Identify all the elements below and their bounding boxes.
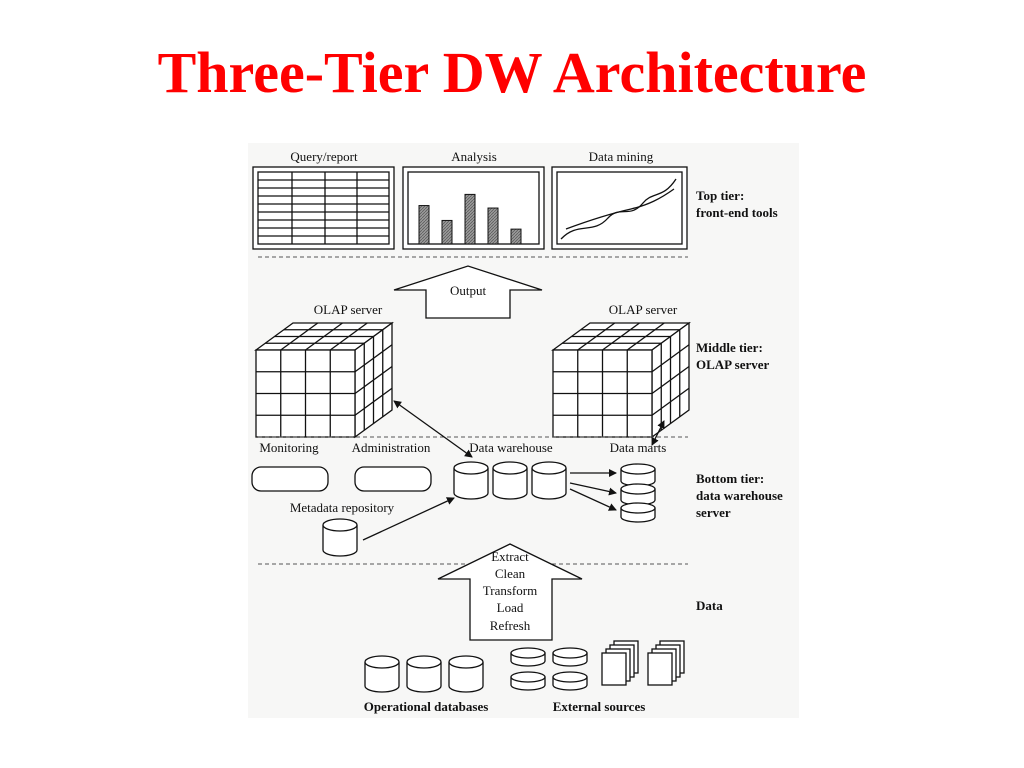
- arrow-to-mart-3: [569, 488, 617, 511]
- external-db-stacks: [510, 647, 588, 691]
- olap-cube-left: [254, 321, 394, 439]
- olap-server-left-label: OLAP server: [314, 302, 383, 317]
- monitoring-label: Monitoring: [259, 440, 319, 455]
- metadata-repository-label: Metadata repository: [290, 500, 395, 515]
- output-label: Output: [450, 283, 487, 298]
- slide-title: Three-Tier DW Architecture: [157, 40, 867, 105]
- report-table: [258, 172, 389, 244]
- tier-label-middle: Middle tier:: [696, 340, 763, 355]
- tier-desc-middle: OLAP server: [696, 357, 770, 372]
- query-report-frame: [252, 166, 395, 250]
- analysis-label: Analysis: [451, 149, 497, 164]
- monitoring-box: [251, 466, 329, 492]
- etl-step-load: Load: [497, 600, 524, 615]
- olap-cube-right: [551, 321, 691, 439]
- olap-left-warehouse-arrow: [393, 400, 473, 458]
- etl-step-clean: Clean: [495, 566, 526, 581]
- olap-right-marts-arrow: [651, 420, 665, 446]
- data-marts-stack: [620, 463, 656, 523]
- output-arrow: [393, 265, 543, 319]
- etl-step-transform: Transform: [483, 583, 537, 598]
- data-mining-frame: [551, 166, 688, 250]
- analysis-bar-chart: [418, 193, 522, 245]
- analysis-bar: [464, 193, 476, 245]
- administration-box: [354, 466, 432, 492]
- data-warehouse-cylinders: [453, 461, 567, 500]
- tier-desc-bottom-2: server: [696, 505, 731, 520]
- mining-trend: [565, 188, 675, 230]
- query-report-label: Query/report: [290, 149, 358, 164]
- arrow-to-mart-2: [569, 482, 617, 496]
- analysis-bar: [487, 207, 499, 245]
- operational-databases-label: Operational databases: [364, 699, 489, 714]
- tier-label-top: Top tier:: [696, 188, 744, 203]
- architecture-diagram: Query/report Analysis Data mining: [251, 149, 783, 714]
- olap-server-right-label: OLAP server: [609, 302, 678, 317]
- analysis-frame: [402, 166, 545, 250]
- analysis-bar: [510, 228, 522, 245]
- data-warehouse-label: Data warehouse: [469, 440, 553, 455]
- external-documents-right: [647, 640, 685, 686]
- data-marts-label: Data marts: [610, 440, 667, 455]
- tier-desc-top: front-end tools: [696, 205, 778, 220]
- analysis-bar: [418, 205, 430, 245]
- etl-arrow: [437, 543, 583, 641]
- etl-step-refresh: Refresh: [490, 618, 531, 633]
- tier-desc-bottom-1: data warehouse: [696, 488, 783, 503]
- analysis-bar: [441, 219, 453, 245]
- data-mining-label: Data mining: [589, 149, 654, 164]
- external-sources-label: External sources: [553, 699, 646, 714]
- administration-label: Administration: [352, 440, 431, 455]
- metadata-to-warehouse-arrow: [362, 497, 455, 541]
- operational-db-cylinders: [364, 655, 484, 693]
- architecture-figure: Query/report Analysis Data mining: [248, 143, 799, 718]
- mining-curve: [560, 178, 677, 240]
- tier-label-data: Data: [696, 598, 723, 613]
- external-documents-left: [601, 640, 639, 686]
- tier-label-bottom: Bottom tier:: [696, 471, 764, 486]
- metadata-cylinder: [322, 518, 358, 557]
- etl-step-extract: Extract: [491, 549, 529, 564]
